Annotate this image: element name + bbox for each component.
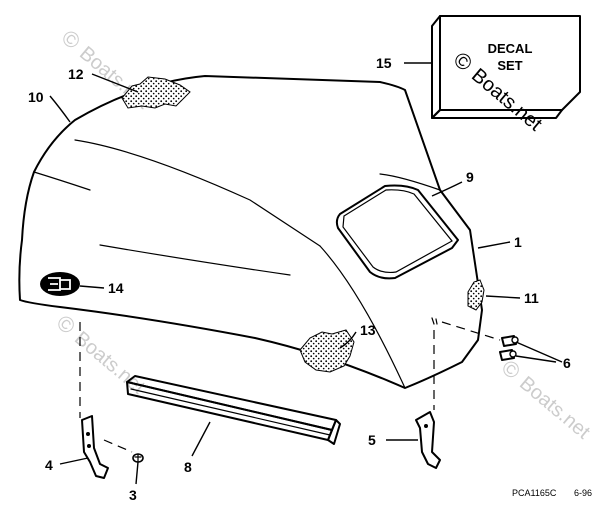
decal-line-2: SET xyxy=(497,58,522,73)
part-date: 6-96 xyxy=(574,488,592,498)
decal-line-1: DECAL xyxy=(488,41,533,56)
callout-9: 9 xyxy=(466,169,474,185)
watermark-bottom-right: © Boats.net xyxy=(497,355,595,444)
callout-11: 11 xyxy=(524,290,539,306)
part-code: PCA1165C xyxy=(512,488,557,498)
callout-3: 3 xyxy=(129,487,137,503)
engine-cover xyxy=(18,75,483,389)
leader-9 xyxy=(431,181,463,197)
decal-patch-12 xyxy=(121,76,191,109)
leader-3 xyxy=(135,461,139,485)
callout-13: 13 xyxy=(360,322,376,338)
emblem-14 xyxy=(40,272,80,296)
leader-13 xyxy=(339,331,357,349)
callout-5: 5 xyxy=(368,432,376,448)
assembly-line-studs xyxy=(441,321,501,341)
svg-text:©: © xyxy=(52,310,80,340)
watermark-bottom-left: © Boats.net xyxy=(52,310,150,399)
screw-3 xyxy=(132,453,144,463)
leader-10 xyxy=(49,95,71,123)
bracket-4 xyxy=(81,415,109,479)
leader-1 xyxy=(477,241,511,249)
stud-hole-mark xyxy=(431,317,438,325)
decal-patch-13 xyxy=(299,329,355,373)
leader-14 xyxy=(79,285,105,289)
leader-4 xyxy=(59,457,89,465)
svg-text:Boats.net: Boats.net xyxy=(70,327,149,398)
callout-12: 12 xyxy=(68,66,84,82)
leader-8 xyxy=(191,421,211,457)
decal-set-box: DECAL SET © Boats.net xyxy=(431,15,581,136)
callout-8: 8 xyxy=(184,459,192,475)
svg-text:©: © xyxy=(57,25,85,55)
seal-strip-8 xyxy=(126,375,341,445)
svg-text:Boats.net: Boats.net xyxy=(467,64,546,135)
studs-6 xyxy=(499,335,519,361)
svg-text:©: © xyxy=(449,47,477,77)
leader-12 xyxy=(91,73,139,93)
svg-text:Boats.net: Boats.net xyxy=(515,372,594,443)
callout-1: 1 xyxy=(514,234,522,250)
callout-14: 14 xyxy=(108,280,124,296)
bracket-5 xyxy=(415,411,441,469)
callout-15: 15 xyxy=(376,55,392,71)
leader-6b xyxy=(515,355,557,363)
callout-6: 6 xyxy=(563,355,571,371)
assembly-line-screw xyxy=(103,439,133,453)
decal-patch-11 xyxy=(467,279,485,311)
leader-11 xyxy=(485,295,521,299)
callout-4: 4 xyxy=(45,457,53,473)
leader-6a xyxy=(515,341,563,363)
callout-10: 10 xyxy=(28,89,44,105)
